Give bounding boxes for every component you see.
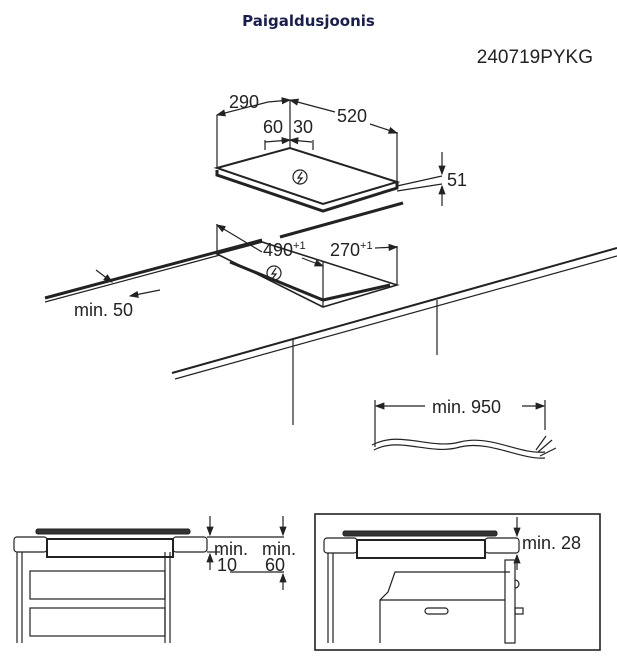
dim-51: 51 [447, 170, 467, 190]
value-60: 60 [265, 555, 285, 575]
label-min-b: min. [262, 539, 296, 559]
power-cable: min. 950 [371, 397, 557, 459]
dim-290: 290 [229, 92, 259, 112]
value-10: 10 [217, 555, 237, 575]
cabinet-oven-section: min. 28 [314, 513, 601, 651]
cabinet-drawers-section: min. 10 min. 60 [13, 516, 296, 643]
countertop-cutout: 490+1 270+1 min. 50 [44, 201, 617, 425]
dim-min-50: min. 50 [74, 300, 133, 320]
dim-min-950: min. 950 [432, 397, 501, 417]
dim-520: 520 [337, 106, 367, 126]
dim-30: 30 [293, 117, 313, 137]
diagram-code: 240719PYKG [476, 47, 593, 68]
dim-min-28: min. 28 [522, 533, 581, 553]
dim-60: 60 [263, 117, 283, 137]
hob-top-view: 290 520 60 30 51 [213, 92, 467, 213]
label-min-a: min. [214, 539, 248, 559]
diagram-title: Paigaldusjoonis [242, 12, 375, 30]
electric-symbol-icon [266, 265, 282, 281]
electric-symbol-icon [292, 169, 308, 185]
dim-490: 490+1 [263, 240, 306, 260]
dim-270: 270+1 [330, 240, 373, 260]
